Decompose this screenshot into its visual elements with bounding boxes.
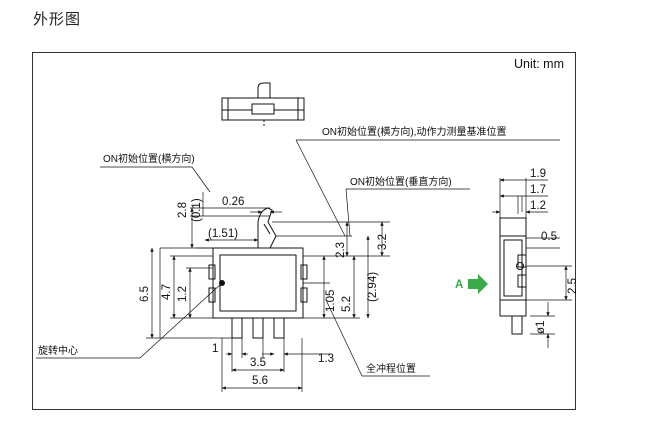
dim-1: 1: [212, 343, 218, 355]
dim-3-2: 3.2: [377, 234, 389, 250]
leader-lines: [36, 139, 560, 377]
page-title: 外形图: [33, 10, 82, 28]
side-dimension-lines: [492, 178, 572, 348]
view-a-arrow-icon: [468, 274, 488, 294]
dim-2-94: (2.94): [367, 272, 379, 302]
dim-2-8: 2.8: [177, 202, 189, 218]
label-on-horizontal-measure: ON初始位置(横方向),动作力测量基准位置: [322, 125, 506, 138]
label-rotation-center: 旋转中心: [38, 344, 78, 357]
dim-2-3: 2.3: [335, 242, 347, 258]
side-view: [499, 217, 527, 335]
dim-5-2: 5.2: [341, 296, 353, 312]
unit-label: Unit: mm: [514, 57, 564, 71]
dim-1-2: 1.2: [177, 286, 189, 302]
dim-side-0-5: 0.5: [541, 231, 557, 243]
label-on-horizontal: ON初始位置(横方向): [103, 152, 195, 165]
dim-side-1-7: 1.7: [530, 184, 546, 196]
dim-4-7: 4.7: [161, 284, 173, 300]
dim-1-05: 1.05: [325, 290, 337, 312]
dim-3-5: 3.5: [250, 357, 266, 369]
dim-1-51: (1.51): [208, 228, 238, 240]
dim-side-2-5: 2.5: [567, 278, 579, 294]
dim-side-1-9: 1.9: [530, 168, 546, 180]
dim-side-phi1: ø1: [535, 321, 547, 334]
dim-0-1: (0.1): [191, 198, 203, 222]
dim-side-1-2: 1.2: [530, 200, 546, 212]
label-full-overtravel: 全冲程位置: [366, 362, 416, 375]
dim-0-26: 0.26: [222, 196, 244, 208]
dim-1-3: 1.3: [318, 353, 334, 365]
dim-6-5: 6.5: [139, 286, 151, 302]
label-on-vertical: ON初始位置(垂直方向): [350, 175, 452, 188]
dim-5-6: 5.6: [252, 375, 268, 387]
front-dimension-lines: [146, 192, 390, 392]
drawing-frame: [32, 52, 576, 410]
top-view: [221, 82, 305, 126]
view-a-label: A: [455, 279, 463, 291]
